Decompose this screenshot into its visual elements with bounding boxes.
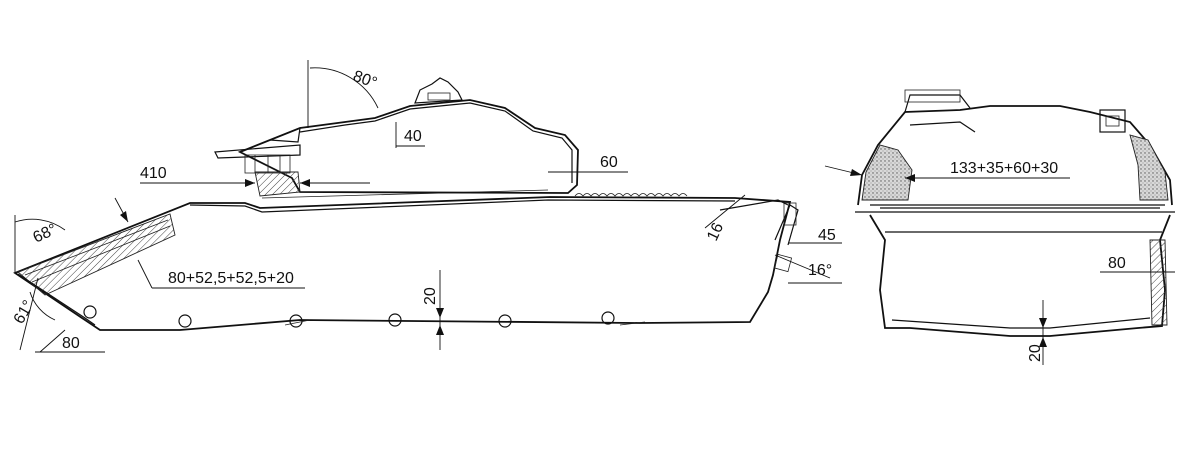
- lower-front-plate: [17, 273, 96, 326]
- label-roof-thickness: 40: [404, 128, 422, 145]
- label-roof-angle: 80°: [351, 68, 380, 92]
- label-belly: 20: [422, 287, 439, 305]
- suspension-arms: [83, 305, 646, 328]
- rear-plate: [774, 204, 799, 246]
- front-view: 133+35+60+30 80 20: [824, 89, 1175, 365]
- label-turret-rear: 60: [600, 154, 618, 171]
- label-glacis-composition: 80+52,5+52,5+20: [168, 270, 294, 287]
- label-rear-angle: 16°: [808, 262, 832, 279]
- label-side-plate: 80: [1108, 255, 1126, 272]
- label-rear-deck: 16: [704, 220, 727, 243]
- hull-outline: [13, 196, 792, 331]
- label-lower-plate: 80: [62, 335, 80, 352]
- label-floor: 20: [1027, 344, 1044, 362]
- side-view: 80° 40 410 60 68° 80+52,5+52,5+20 61° 80…: [11, 60, 842, 353]
- label-turret-cheek: 133+35+60+30: [950, 160, 1058, 177]
- front-hull-outline: [869, 214, 1171, 337]
- right-cheek-armor: [1129, 134, 1169, 201]
- commander-cupola: [414, 77, 463, 104]
- label-turret-front: 410: [140, 165, 167, 182]
- label-upper-glacis-angle: 68°: [31, 221, 60, 247]
- left-cheek-armor: [861, 144, 913, 201]
- turret-front-armor: [254, 171, 301, 197]
- label-rear-plate: 45: [818, 227, 836, 244]
- engine-grille: [574, 193, 688, 197]
- turret-ring: [855, 204, 1175, 213]
- label-lower-plate-angle: 61°: [11, 298, 38, 327]
- turret-outline: [237, 99, 579, 194]
